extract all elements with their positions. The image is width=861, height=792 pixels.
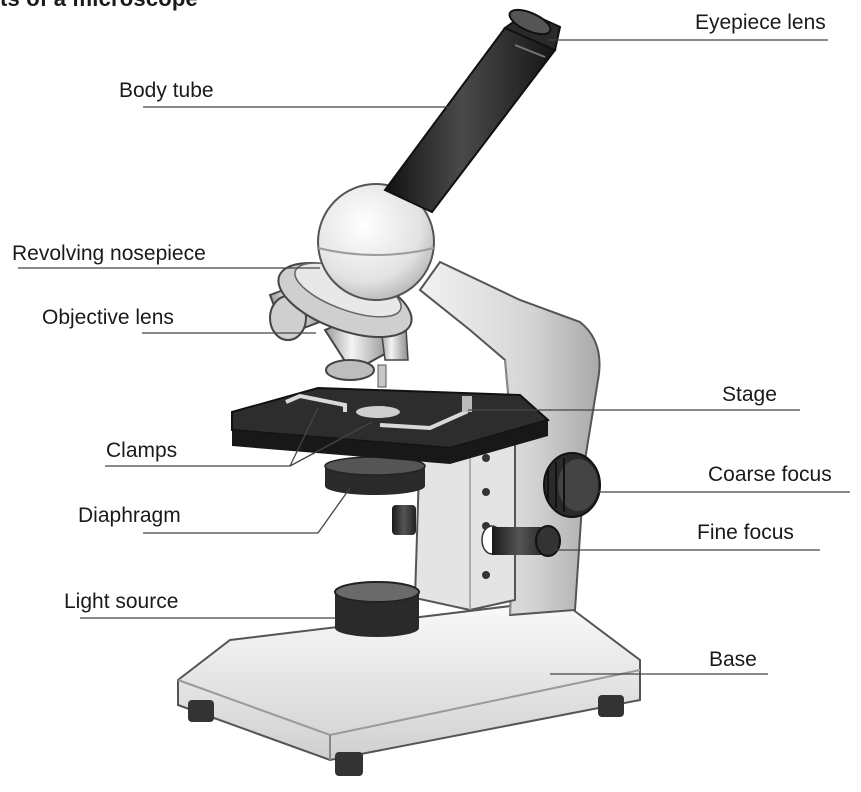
label-light-source: Light source bbox=[64, 591, 178, 612]
diaphragm-part bbox=[325, 457, 425, 495]
label-diaphragm: Diaphragm bbox=[78, 505, 181, 526]
fine-focus-knob-right bbox=[482, 526, 560, 556]
label-fine-focus: Fine focus bbox=[697, 522, 794, 543]
label-body-tube: Body tube bbox=[119, 80, 214, 101]
coarse-focus-knob bbox=[544, 453, 600, 517]
light-source-part bbox=[335, 582, 419, 637]
label-revolving-nosepiece: Revolving nosepiece bbox=[12, 243, 206, 264]
body-tube-part bbox=[385, 5, 560, 212]
label-clamps: Clamps bbox=[106, 440, 177, 461]
fine-focus-knob-left bbox=[392, 505, 416, 535]
label-stage: Stage bbox=[722, 384, 777, 405]
label-coarse-focus: Coarse focus bbox=[708, 464, 832, 485]
label-objective-lens: Objective lens bbox=[42, 307, 174, 328]
label-base: Base bbox=[709, 649, 757, 670]
label-eyepiece-lens: Eyepiece lens bbox=[695, 12, 826, 33]
